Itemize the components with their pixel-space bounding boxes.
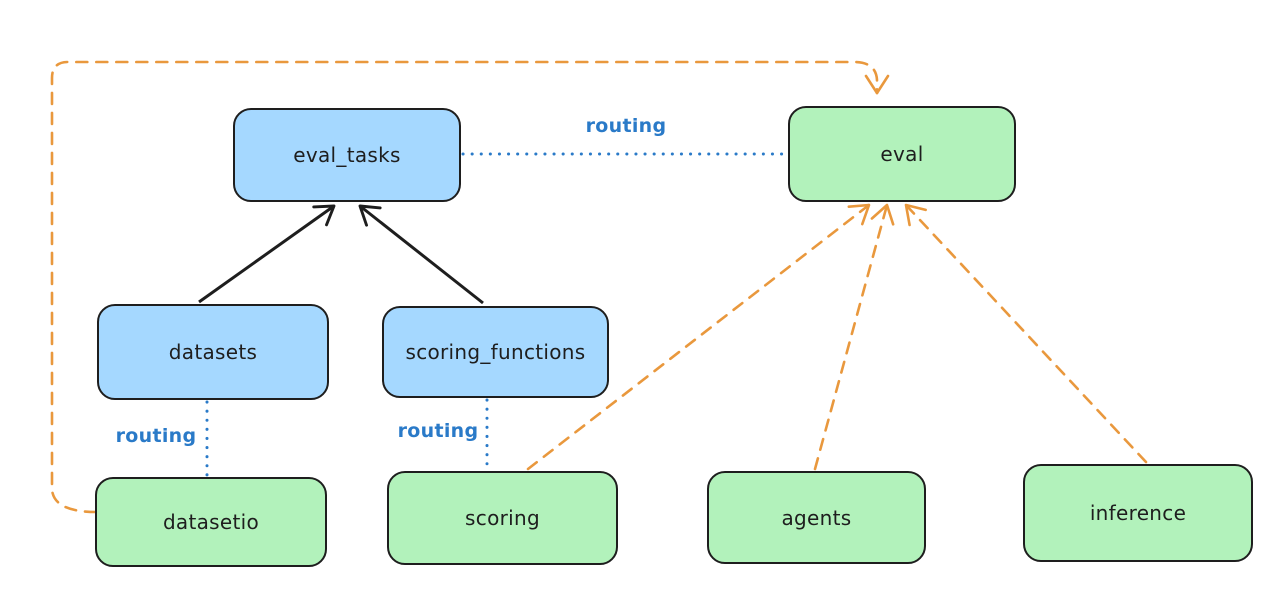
node-inference-label: inference <box>1089 501 1187 525</box>
node-eval-tasks-label: eval_tasks <box>293 143 401 167</box>
edge-label-routing-datasets-datasetio: routing <box>115 425 197 447</box>
node-datasets-label: datasets <box>168 340 258 364</box>
edge-agents-to-eval <box>813 203 895 471</box>
edge-scoring-to-eval <box>526 203 871 471</box>
node-scoring-functions-label: scoring_functions <box>405 340 586 364</box>
node-eval-tasks: eval_tasks <box>233 108 461 202</box>
node-datasetio-label: datasetio <box>162 510 260 534</box>
node-scoring: scoring <box>387 471 618 565</box>
node-agents-label: agents <box>781 505 852 530</box>
node-datasetio: datasetio <box>95 477 327 567</box>
node-eval-label: eval <box>880 142 924 166</box>
edge-datasets-to-eval-tasks <box>198 204 336 304</box>
node-scoring-label: scoring <box>465 506 540 530</box>
edge-label-routing-scoring-functions-scoring: routing <box>397 420 479 442</box>
node-scoring-functions: scoring_functions <box>382 306 609 398</box>
edge-scoring-functions-to-eval-tasks <box>358 204 484 305</box>
node-eval: eval <box>788 106 1016 202</box>
edge-label-routing-eval-tasks-eval: routing <box>585 115 667 137</box>
node-inference: inference <box>1023 464 1253 562</box>
node-agents: agents <box>707 471 926 564</box>
node-datasets: datasets <box>97 304 329 400</box>
edge-datasetio-to-eval <box>50 60 890 514</box>
edge-inference-to-eval <box>904 203 1148 464</box>
